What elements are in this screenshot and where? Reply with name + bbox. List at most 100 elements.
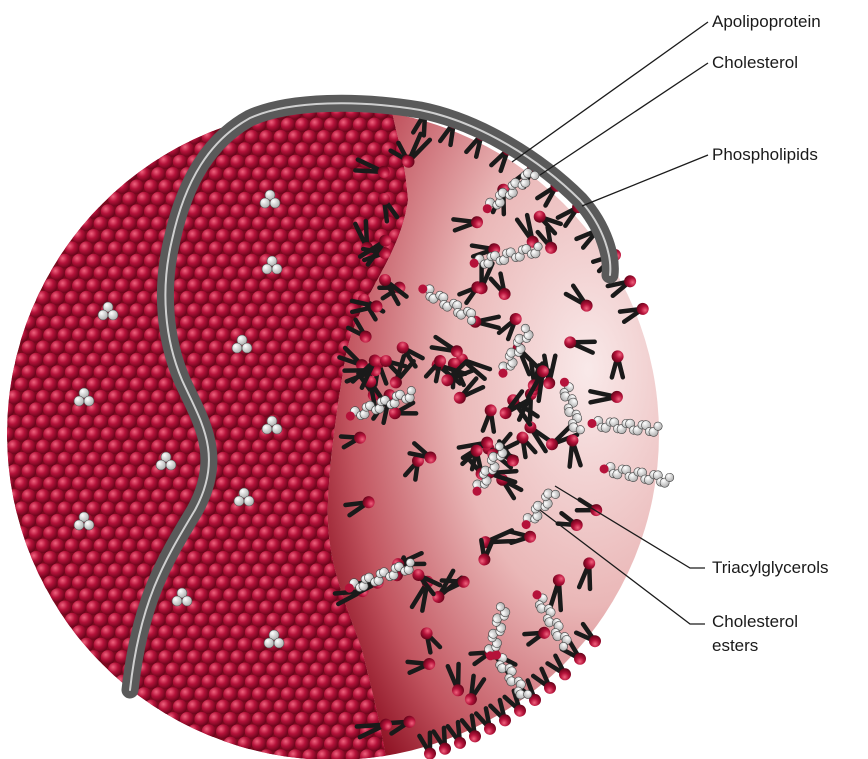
phospholipid-head	[216, 650, 230, 664]
phospholipid-head	[130, 402, 144, 416]
phospholipid-head	[122, 489, 136, 503]
phospholipid-head	[144, 155, 158, 169]
phospholipid-head	[50, 365, 64, 379]
phospholipid-head	[122, 539, 136, 553]
phospholipid-head	[338, 167, 352, 181]
phospholipid-head	[288, 650, 302, 664]
phospholipid-head	[144, 204, 158, 218]
phospholipid-head	[65, 539, 79, 553]
phospholipid-head	[209, 514, 223, 528]
phospholipid-head	[50, 539, 64, 553]
phospholipid-head	[29, 551, 43, 565]
phospholipid-head	[50, 464, 64, 478]
phospholipid-head	[50, 415, 64, 429]
phospholipid-head	[65, 440, 79, 454]
phospholipid-head	[259, 502, 273, 516]
phospholipid-head	[122, 241, 136, 255]
phospholipid-head	[151, 167, 165, 181]
phospholipid-head	[353, 118, 367, 132]
phospholipid-head	[72, 551, 86, 565]
phospholipid-head	[281, 464, 295, 478]
phospholipid-head	[281, 266, 295, 280]
phospholipid-head	[266, 712, 280, 726]
phospholipid-head	[266, 489, 280, 503]
phospholipid-head	[223, 687, 237, 701]
phospholipid-head	[202, 254, 216, 268]
phospholipid-head	[281, 663, 295, 677]
phospholipid-head	[187, 675, 201, 689]
phospholipid-head	[317, 452, 331, 466]
phospholipid-head	[346, 279, 360, 293]
phospholipid-head	[353, 663, 367, 677]
phospholipid-head	[274, 328, 288, 342]
phospholipid-head	[173, 675, 187, 689]
phospholipid-head	[223, 613, 237, 627]
phospholipid-head	[65, 588, 79, 602]
phospholipid-head	[367, 118, 381, 132]
phospholipid-head	[36, 514, 50, 528]
phospholipid-head	[65, 415, 79, 429]
phospholipid-head	[281, 415, 295, 429]
phospholipid-head	[338, 192, 352, 206]
phospholipid-head	[317, 551, 331, 565]
phospholipid-head	[166, 489, 180, 503]
phospholipid-head	[302, 427, 316, 441]
phospholipid-head	[245, 675, 259, 689]
phospholipid-head	[324, 663, 338, 677]
phospholipid-head	[317, 204, 331, 218]
phospholipid-head	[281, 118, 295, 132]
apolipoprotein-leader	[512, 22, 708, 162]
phospholipid-head	[274, 155, 288, 169]
phospholipid-head	[266, 514, 280, 528]
phospholipid-head	[187, 576, 201, 590]
phospholipid-head	[310, 712, 324, 726]
phospholipid-head	[180, 142, 194, 156]
phospholipid-head	[209, 316, 223, 330]
phospholipid-head	[295, 539, 309, 553]
phospholipid-head	[29, 402, 43, 416]
phospholipid-head	[137, 341, 151, 355]
phospholipid-head	[295, 167, 309, 181]
phospholipid-head	[245, 279, 259, 293]
phospholipid-head	[108, 241, 122, 255]
phospholipid-head	[94, 489, 108, 503]
phospholipid-head	[122, 415, 136, 429]
phospholipid-head	[202, 279, 216, 293]
phospholipid-head	[281, 390, 295, 404]
phospholipid-head	[310, 291, 324, 305]
phospholipid-head	[266, 687, 280, 701]
phospholipid-head	[353, 192, 367, 206]
phospholipid-head	[151, 514, 165, 528]
phospholipid-head	[288, 675, 302, 689]
phospholipid-head	[58, 551, 72, 565]
phospholipid-head	[230, 452, 244, 466]
phospholipid-head	[252, 440, 266, 454]
phospholipid-head	[223, 291, 237, 305]
phospholipid-head	[72, 576, 86, 590]
phospholipid-head	[317, 650, 331, 664]
phospholipid-head	[302, 675, 316, 689]
phospholipid-head	[86, 353, 100, 367]
phospholipid-head	[86, 576, 100, 590]
phospholipid-head	[65, 241, 79, 255]
phospholipid-head	[274, 452, 288, 466]
phospholipid-head	[94, 341, 108, 355]
phospholipid-head	[43, 526, 57, 540]
phospholipid-head	[216, 601, 230, 615]
phospholipid-head	[259, 452, 273, 466]
phospholipid-head	[317, 303, 331, 317]
phospholipid-head	[22, 415, 36, 429]
cholesterol-label: Cholesterol	[712, 53, 798, 72]
phospholipid-head	[115, 601, 129, 615]
phospholipid-head	[58, 378, 72, 392]
phospholipid-head	[108, 192, 122, 206]
phospholipid-head	[137, 390, 151, 404]
phospholipid-head	[252, 341, 266, 355]
phospholipid-head	[245, 601, 259, 615]
phospholipid-head	[58, 576, 72, 590]
phospholipid-head	[238, 663, 252, 677]
phospholipid-head	[187, 700, 201, 714]
phospholipid-head	[130, 502, 144, 516]
phospholipid-head	[50, 341, 64, 355]
phospholipid-head	[65, 266, 79, 280]
